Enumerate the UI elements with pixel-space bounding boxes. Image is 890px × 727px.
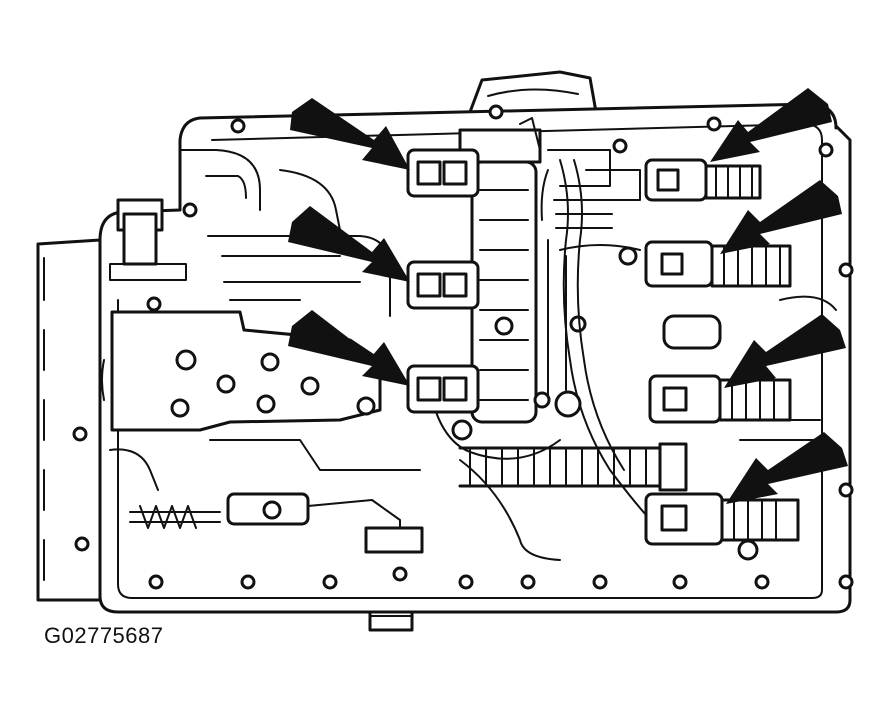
detent-spring-assembly — [109, 439, 424, 554]
solenoid-upper-left — [406, 148, 480, 198]
figure-id: G02775687 — [44, 623, 164, 648]
arrow-solenoid-upper-left — [290, 98, 410, 170]
conduit-springs — [458, 442, 688, 492]
arrow-solenoid-lower-right — [726, 432, 848, 504]
pan-bolts — [72, 104, 854, 590]
case-top-protrusion — [468, 70, 598, 114]
solenoid-lower-left — [406, 364, 480, 414]
solenoid-lower-right — [644, 492, 800, 546]
solenoid-second-right — [644, 240, 792, 288]
callout-arrows — [288, 88, 848, 504]
arrow-solenoid-upper-right — [710, 88, 832, 162]
solenoid-middle-left — [406, 260, 480, 310]
arrow-solenoid-lower-left — [288, 310, 410, 386]
arrow-solenoid-third-right — [724, 314, 846, 388]
solenoid-upper-right — [644, 158, 762, 202]
solenoid-third-right — [648, 314, 792, 424]
arrow-solenoid-middle-left — [288, 206, 410, 282]
valve-body-stack — [451, 117, 613, 441]
arrow-solenoid-second-right — [720, 180, 842, 254]
